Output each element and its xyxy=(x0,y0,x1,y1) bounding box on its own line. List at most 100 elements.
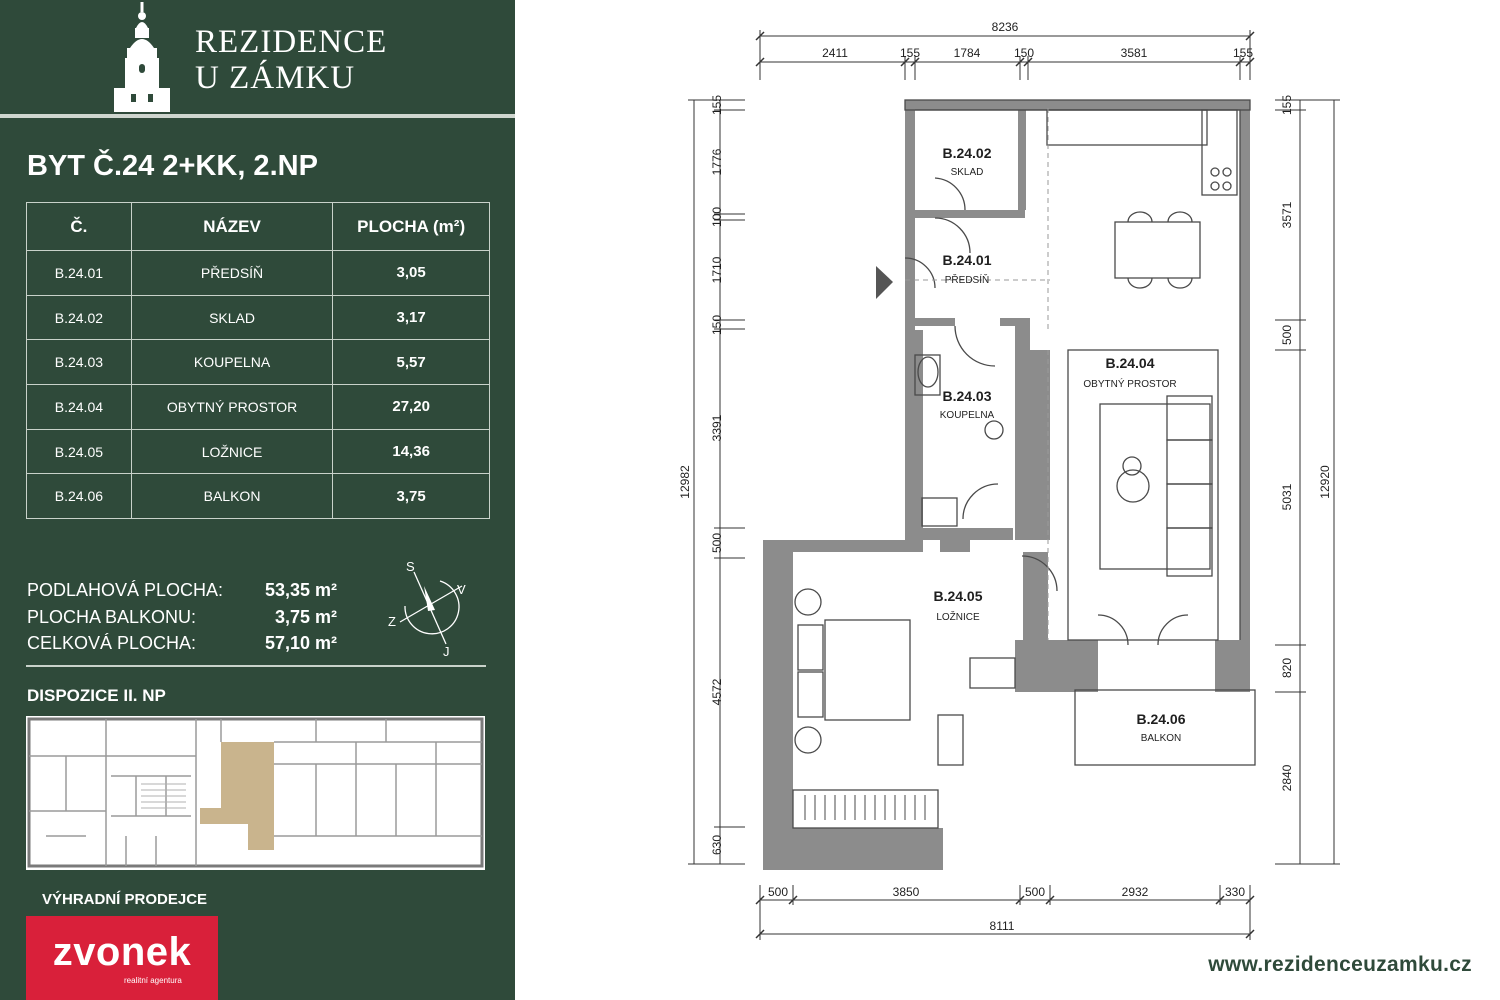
room-id: B.24.05 xyxy=(26,428,132,475)
room-area: 3,05 xyxy=(332,250,490,296)
dimension-left: 4572 xyxy=(710,678,724,705)
room-id: B.24.02 xyxy=(26,294,132,341)
col-header-name: NÁZEV xyxy=(130,202,334,251)
table-row: B.24.05 LOŽNICE 14,36 xyxy=(26,428,490,475)
dimension-right: 5031 xyxy=(1280,483,1294,510)
dimension-bottom: 2932 xyxy=(1122,885,1149,899)
room-id: B.24.06 xyxy=(26,473,132,520)
dimension-bottom: 500 xyxy=(1025,885,1045,899)
room-name-label: OBYTNÝ PROSTOR xyxy=(1083,377,1176,390)
dimension-top: 155 xyxy=(900,46,920,60)
brand-divider xyxy=(0,114,515,118)
room-area: 3,17 xyxy=(332,294,490,341)
room-area: 27,20 xyxy=(332,384,490,430)
dimension-right-total: 12920 xyxy=(1318,465,1332,499)
room-name-label: BALKON xyxy=(1141,733,1182,744)
table-row: B.24.03 KOUPELNA 5,57 xyxy=(26,339,490,386)
room-name-label: LOŽNICE xyxy=(936,610,980,623)
room-code-label: B.24.03 xyxy=(942,388,991,404)
dimension-right: 820 xyxy=(1280,658,1294,678)
dimension-top: 1784 xyxy=(954,46,981,60)
room-area-table: Č. NÁZEV PLOCHA (m²) B.24.01 PŘEDSÍŇ 3,0… xyxy=(26,202,490,520)
summary-floor-area: PODLAHOVÁ PLOCHA: 53,35 m² xyxy=(27,580,337,607)
room-id: B.24.03 xyxy=(26,339,132,386)
dimension-top: 150 xyxy=(1014,46,1034,60)
summary-label: PLOCHA BALKONU: xyxy=(27,606,197,627)
room-code-label: B.24.06 xyxy=(1136,711,1185,727)
dimension-bottom: 3850 xyxy=(893,885,920,899)
logo-tagline: realitní agentura xyxy=(124,976,182,985)
floor-disposition-map xyxy=(26,716,485,870)
dimension-left-total: 12982 xyxy=(678,465,692,499)
room-name: OBYTNÝ PROSTOR xyxy=(130,384,334,430)
brand-header: REZIDENCE U ZÁMKU xyxy=(0,0,515,118)
room-name: LOŽNICE xyxy=(130,428,334,475)
summary-total-area: CELKOVÁ PLOCHA: 57,10 m² xyxy=(27,633,337,660)
table-header-row: Č. NÁZEV PLOCHA (m²) xyxy=(26,202,490,251)
table-row: B.24.01 PŘEDSÍŇ 3,05 xyxy=(26,250,490,296)
brand-title: REZIDENCE U ZÁMKU xyxy=(195,24,387,96)
dimension-left: 150 xyxy=(710,315,724,335)
summary-value: 3,75 m² xyxy=(274,606,337,627)
table-row: B.24.04 OBYTNÝ PROSTOR 27,20 xyxy=(26,384,490,430)
exclusive-seller-label: VÝHRADNÍ PRODEJCE xyxy=(42,891,208,908)
walls xyxy=(763,100,1250,870)
website-link[interactable]: www.rezidenceuzamku.cz xyxy=(1208,953,1472,976)
room-code-label: B.24.05 xyxy=(933,588,982,604)
room-name: SKLAD xyxy=(130,294,334,341)
compass-label-s: S xyxy=(406,559,415,574)
logo-wordmark: zvonek xyxy=(52,930,192,974)
floor-plan-drawing: B.24.02 SKLAD B.24.01 PŘEDSÍŇ B.24.03 KO… xyxy=(678,20,1340,940)
dimension-right: 2840 xyxy=(1280,764,1294,791)
room-area: 14,36 xyxy=(332,428,490,475)
dimension-lines xyxy=(688,30,1340,940)
room-name: PŘEDSÍŇ xyxy=(130,250,334,296)
summary-value: 53,35 m² xyxy=(264,580,337,600)
room-name-label: KOUPELNA xyxy=(940,410,995,421)
room-area: 5,57 xyxy=(332,339,490,386)
compass-label-v: V xyxy=(457,582,466,597)
castle-tower-icon xyxy=(114,2,170,112)
table-row: B.24.06 BALKON 3,75 xyxy=(26,473,490,520)
compass-icon: S V Z J xyxy=(388,559,466,658)
col-header-area: PLOCHA (m²) xyxy=(332,202,490,251)
room-name: BALKON xyxy=(130,473,334,520)
summary-value: 57,10 m² xyxy=(264,633,337,653)
room-name: KOUPELNA xyxy=(130,339,334,386)
dimension-right: 155 xyxy=(1280,95,1294,115)
area-summary: PODLAHOVÁ PLOCHA: 53,35 m² PLOCHA BALKON… xyxy=(27,580,337,660)
room-name-label: SKLAD xyxy=(951,167,984,178)
brand-line-1: REZIDENCE xyxy=(195,24,388,60)
dimension-top-total: 8236 xyxy=(992,20,1019,34)
room-code-label: B.24.02 xyxy=(942,145,991,161)
room-code-label: B.24.04 xyxy=(1105,355,1154,371)
floor-plan: B.24.02 SKLAD B.24.01 PŘEDSÍŇ B.24.03 KO… xyxy=(660,0,1500,940)
room-code-label: B.24.01 xyxy=(942,252,991,268)
dimension-left: 3391 xyxy=(710,414,724,441)
dimension-left: 100 xyxy=(710,207,724,227)
room-area: 3,75 xyxy=(332,473,490,520)
dimension-left: 500 xyxy=(710,533,724,553)
dimension-bottom-total: 8111 xyxy=(990,919,1015,933)
entrance-arrow-icon xyxy=(876,266,893,299)
brand-line-2: U ZÁMKU xyxy=(195,60,356,96)
compass-label-j: J xyxy=(443,644,450,658)
room-name-label: PŘEDSÍŇ xyxy=(945,273,989,286)
dimension-bottom: 500 xyxy=(768,885,788,899)
summary-balcony-area: PLOCHA BALKONU: 3,75 m² xyxy=(27,607,337,634)
table-row: B.24.02 SKLAD 3,17 xyxy=(26,294,490,341)
info-panel: REZIDENCE U ZÁMKU BYT Č.24 2+KK, 2.NP Č.… xyxy=(0,0,515,1000)
summary-label: CELKOVÁ PLOCHA: xyxy=(27,633,197,653)
dimension-left: 1776 xyxy=(710,148,724,175)
dimension-right: 3571 xyxy=(1280,201,1294,228)
dimension-top: 2411 xyxy=(822,46,848,60)
unit-title: BYT Č.24 2+KK, 2.NP xyxy=(27,150,318,182)
dimension-right: 500 xyxy=(1280,325,1294,345)
col-header-number: Č. xyxy=(26,202,132,251)
dimension-top: 155 xyxy=(1233,46,1253,60)
zvonek-logo[interactable]: zvonek realitní agentura xyxy=(26,916,218,1000)
compass-label-z: Z xyxy=(388,614,396,629)
room-id: B.24.01 xyxy=(26,250,132,296)
plan-outlines xyxy=(792,99,1256,829)
dimension-left: 1710 xyxy=(710,256,724,283)
